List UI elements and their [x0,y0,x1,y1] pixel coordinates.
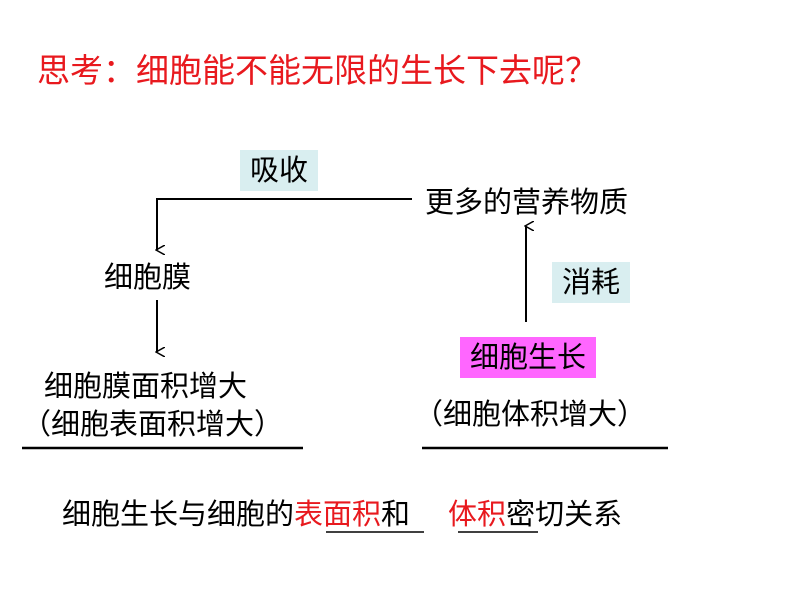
growth-label: 细胞生长 [460,337,597,378]
answer-surface-area: 表面积 [294,497,382,531]
sentence-prefix: 细胞生长与细胞的 [62,497,295,531]
volume-label: （细胞体积增大） [414,397,647,431]
sentence-middle: 和 [381,497,411,531]
relation-sentence: 细胞生长与细胞的表面积和 体积密切关系 [62,500,622,529]
membrane-area-label: 细胞膜面积增大 [44,369,248,403]
nutrients-label: 更多的营养物质 [425,185,629,219]
absorb-arrow [157,198,412,250]
page-title: 思考：细胞能不能无限的生长下去呢？ [37,51,598,90]
sentence-suffix: 密切关系 [506,497,623,531]
consume-label: 消耗 [552,262,631,303]
absorb-label: 吸收 [240,150,319,191]
surface-area-label: （细胞表面积增大） [22,407,284,441]
answer-volume: 体积 [448,497,507,531]
membrane-label: 细胞膜 [104,260,192,294]
